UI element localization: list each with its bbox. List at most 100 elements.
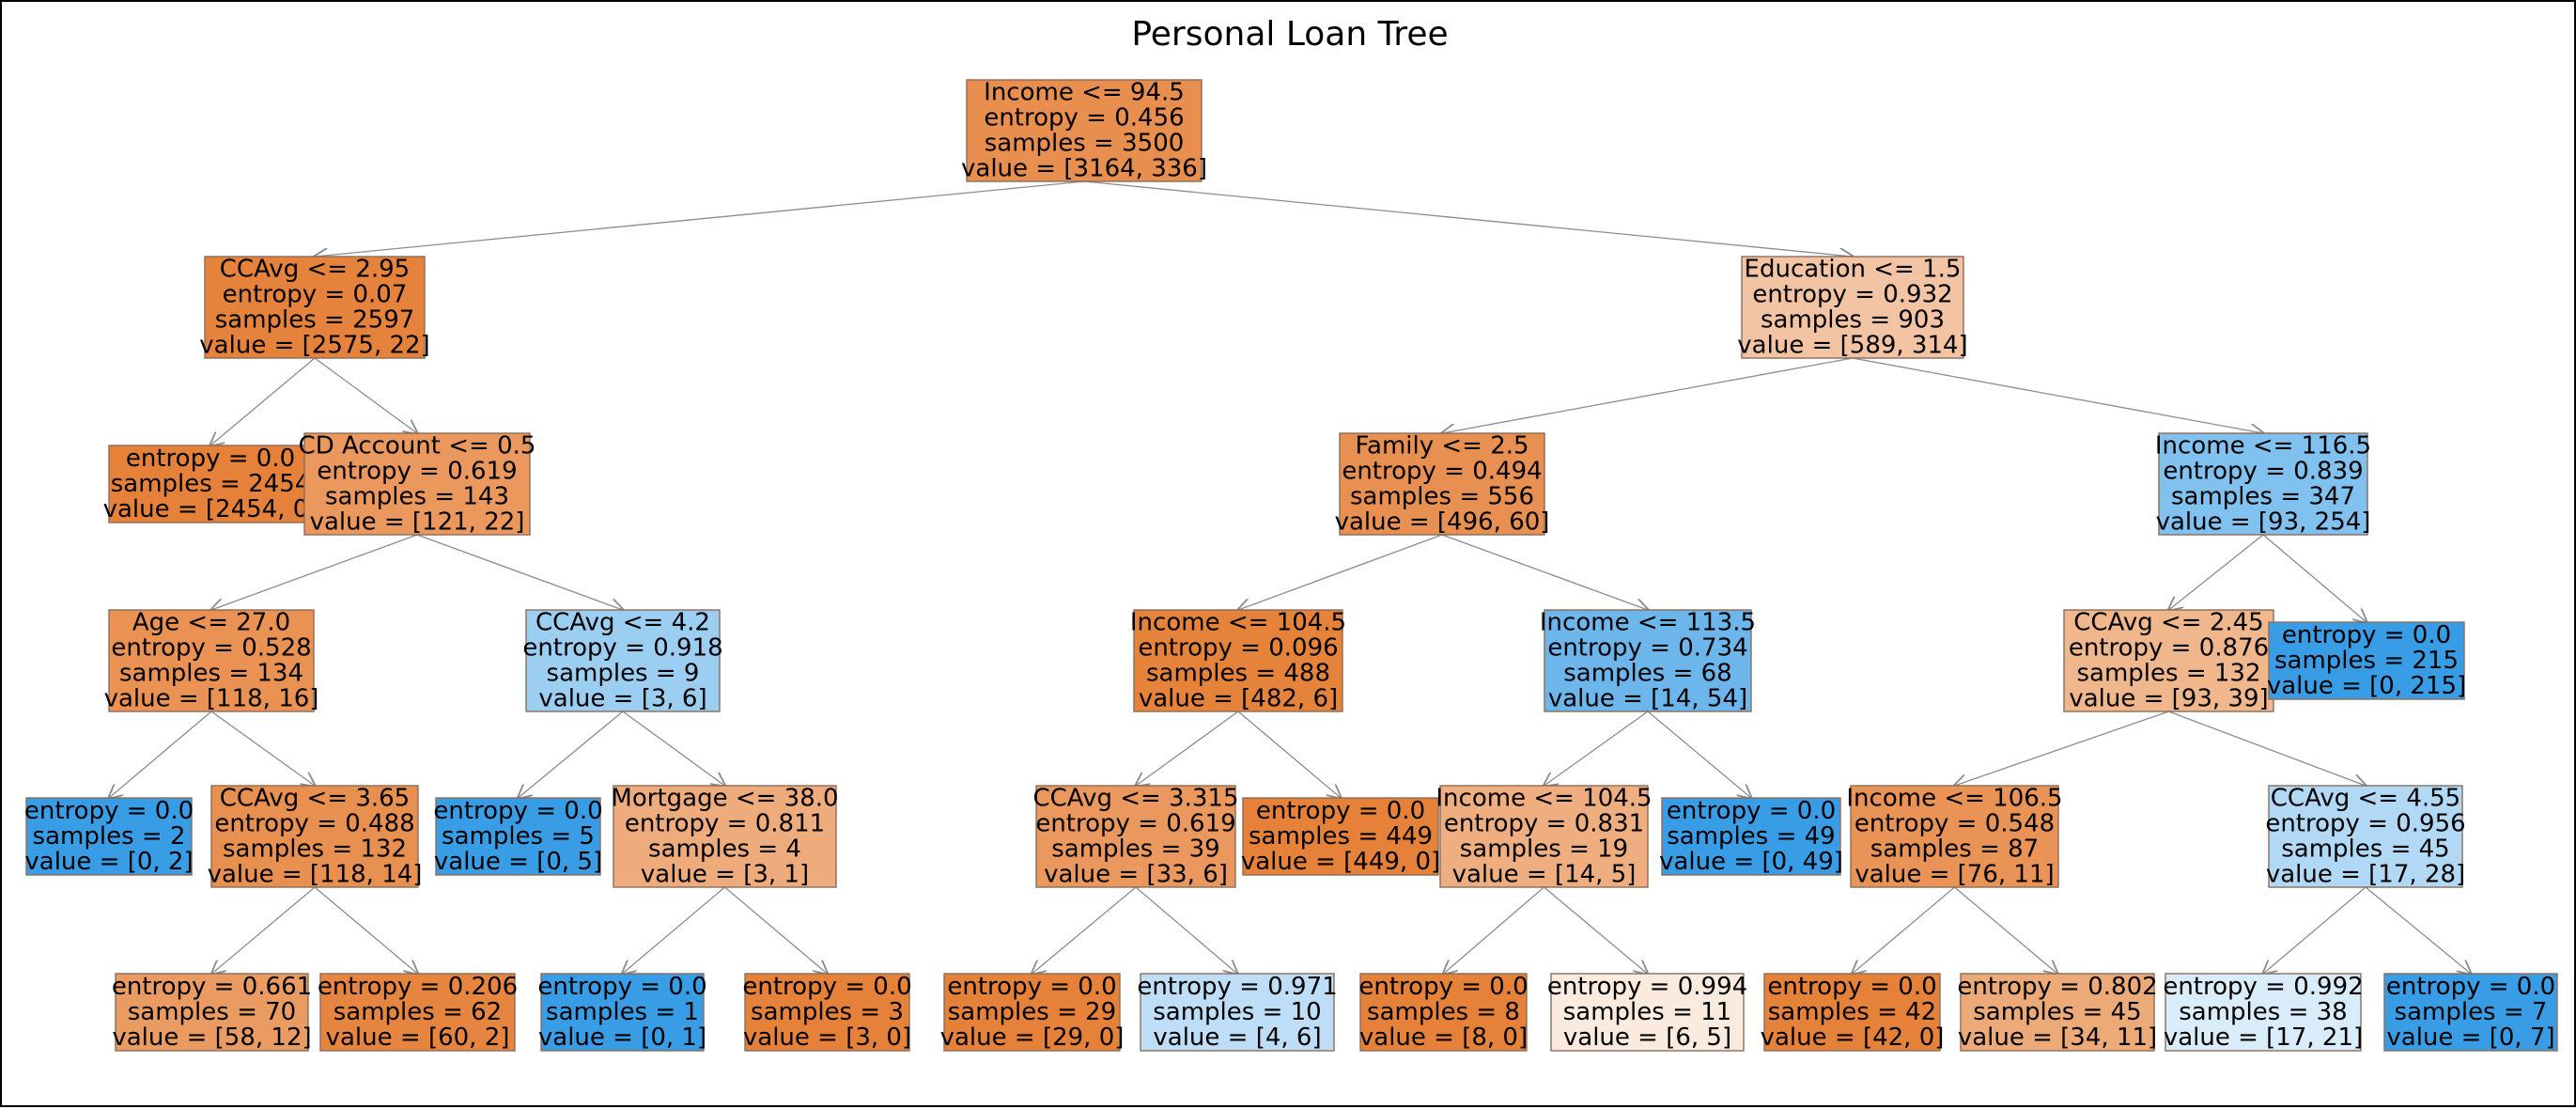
tree-edge xyxy=(416,534,623,610)
tree-node-label: Income <= 116.5 xyxy=(2155,432,2371,461)
tree-node-label: value = [29, 0] xyxy=(940,1023,1125,1052)
tree-edge xyxy=(1083,180,1853,257)
tree-node-label: entropy = 0.0 xyxy=(2386,973,2555,1001)
tree-node-label: samples = 38 xyxy=(2179,998,2347,1026)
tree-node-label: Income <= 113.5 xyxy=(1540,609,1756,637)
tree-edge xyxy=(2262,534,2367,622)
tree-node-label: CCAvg <= 3.65 xyxy=(220,785,410,813)
tree-edge xyxy=(211,534,418,610)
tree-node-label: Mortgage <= 38.0 xyxy=(611,785,838,813)
tree-node-label: samples = 62 xyxy=(334,998,502,1026)
tree-node-label: samples = 4 xyxy=(648,836,801,864)
tree-node-label: entropy = 0.802 xyxy=(1957,973,2157,1001)
tree-node-box xyxy=(1359,973,1528,1052)
tree-edge xyxy=(1955,711,2169,786)
tree-node-box xyxy=(613,785,837,888)
tree-node-label: samples = 1 xyxy=(546,998,699,1026)
tree-node-label: samples = 2 xyxy=(33,822,186,851)
tree-node-label: entropy = 0.0 xyxy=(1256,797,1425,825)
tree-node-label: samples = 19 xyxy=(1460,836,1628,864)
tree-edge xyxy=(1852,357,2263,433)
tree-node-label: entropy = 0.0 xyxy=(1358,973,1528,1001)
tree-node-label: CCAvg <= 3.315 xyxy=(1033,785,1239,813)
tree-node-label: entropy = 0.528 xyxy=(111,634,311,663)
tree-node-label: samples = 2597 xyxy=(215,306,415,335)
tree-node-box xyxy=(1960,973,2155,1052)
tree-node-box xyxy=(2158,432,2368,536)
tree-node-label: value = [496, 60] xyxy=(1335,508,1550,537)
tree-node-label: entropy = 0.831 xyxy=(1444,810,1644,838)
tree-node-box xyxy=(1550,973,1745,1052)
tree-node-label: value = [17, 21] xyxy=(2164,1023,2363,1052)
tree-node-label: entropy = 0.0 xyxy=(24,797,194,825)
tree-node-box xyxy=(2165,973,2362,1052)
tree-node-label: Income <= 104.5 xyxy=(1130,609,1346,637)
tree-edge xyxy=(315,180,1085,257)
tree-node-label: value = [0, 215] xyxy=(2267,672,2466,700)
tree-node-label: value = [118, 16] xyxy=(104,685,319,713)
tree-node-label: value = [0, 1] xyxy=(538,1023,706,1052)
tree-node-label: value = [0, 49] xyxy=(1659,848,1843,876)
tree-edge xyxy=(724,886,828,974)
tree-node-label: samples = 132 xyxy=(2076,660,2260,688)
tree-node-label: value = [482, 6] xyxy=(1139,685,1338,713)
tree-node-label: value = [121, 22] xyxy=(310,508,525,537)
tree-edge xyxy=(1032,886,1137,974)
tree-node-box xyxy=(1140,973,1335,1052)
tree-node-label: value = [8, 0] xyxy=(1359,1023,1528,1052)
tree-node-label: entropy = 0.992 xyxy=(2163,973,2363,1001)
tree-node-label: samples = 42 xyxy=(1768,998,1936,1026)
tree-node-box xyxy=(1850,785,2059,888)
tree-edge xyxy=(314,357,417,433)
tree-edge xyxy=(1238,534,1443,610)
tree-node-label: value = [93, 254] xyxy=(2156,508,2371,537)
tree-node-box xyxy=(25,797,193,876)
tree-node-label: value = [449, 0] xyxy=(1241,848,1440,876)
tree-node-box xyxy=(2268,621,2465,700)
tree-node-label: samples = 45 xyxy=(2281,836,2449,864)
tree-node-label: value = [60, 2] xyxy=(326,1023,510,1052)
tree-edge xyxy=(2168,711,2367,786)
tree-node-box xyxy=(943,973,1121,1052)
tree-node-box xyxy=(2063,609,2274,712)
tree-node-box xyxy=(1242,797,1439,876)
tree-node-box xyxy=(303,432,531,536)
tree-node-label: value = [34, 11] xyxy=(1958,1023,2157,1052)
tree-edge xyxy=(622,711,725,786)
tree-node-label: entropy = 0.096 xyxy=(1138,634,1338,663)
tree-edge xyxy=(212,886,316,974)
tree-node-label: Education <= 1.5 xyxy=(1745,256,1962,284)
tree-edge xyxy=(1853,886,1955,974)
tree-node-label: samples = 49 xyxy=(1667,822,1835,851)
tree-node-label: CCAvg <= 2.45 xyxy=(2073,609,2263,637)
tree-node-label: value = [0, 7] xyxy=(2386,1023,2554,1052)
tree-node-label: samples = 143 xyxy=(325,483,509,511)
tree-node-label: samples = 7 xyxy=(2395,998,2548,1026)
tree-node-label: samples = 3 xyxy=(751,998,904,1026)
tree-node-label: samples = 87 xyxy=(1870,836,2039,864)
tree-node-label: samples = 39 xyxy=(1051,836,1219,864)
tree-node-box xyxy=(744,973,910,1052)
tree-node-label: Family <= 2.5 xyxy=(1355,432,1529,461)
tree-node-box xyxy=(1763,973,1941,1052)
tree-node-label: entropy = 0.206 xyxy=(318,973,518,1001)
tree-node-box xyxy=(115,973,309,1052)
tree-edge xyxy=(1135,886,1237,974)
tree-node-label: entropy = 0.494 xyxy=(1342,458,1542,486)
tree-node-box xyxy=(966,79,1203,182)
tree-node-box xyxy=(1339,432,1545,536)
